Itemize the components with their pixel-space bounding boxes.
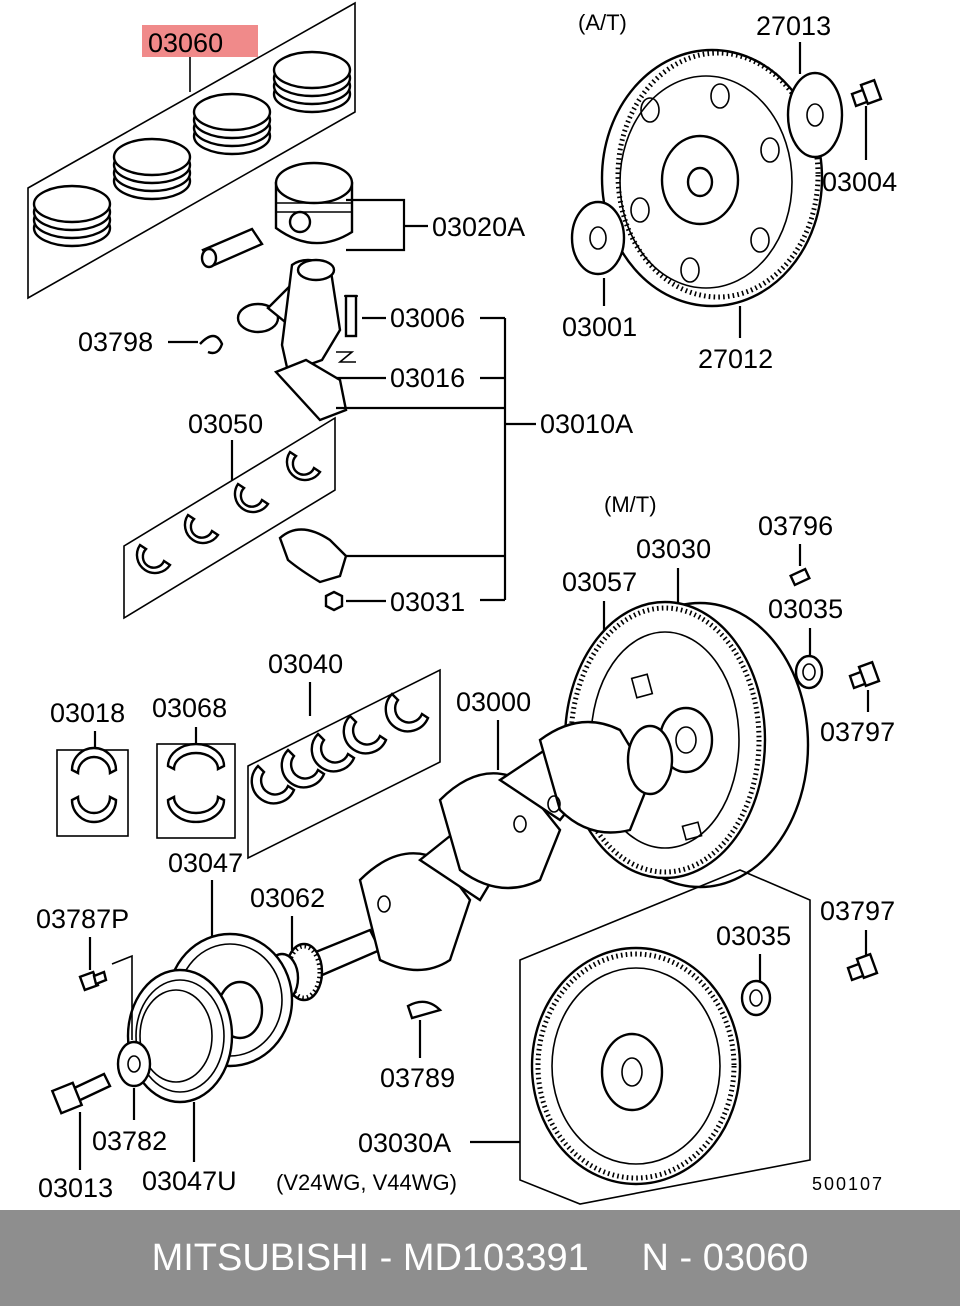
- washer-03782[interactable]: [116, 1040, 152, 1088]
- pulley-03047U[interactable]: [126, 968, 234, 1104]
- label-03047U: 03047U: [142, 1166, 237, 1196]
- footer-text: MITSUBISHI - MD103391 N - 03060: [151, 1236, 809, 1279]
- label-27013: 27013: [756, 11, 831, 41]
- bolt-03797[interactable]: [846, 952, 879, 982]
- piston-ring-set[interactable]: [27, 1, 356, 300]
- label-03062: 03062: [250, 883, 325, 913]
- label-03020A: 03020A: [432, 212, 525, 242]
- label-03006: 03006: [390, 303, 465, 333]
- label-03040: 03040: [268, 649, 343, 679]
- conrod-cap[interactable]: [278, 528, 348, 612]
- piston[interactable]: [200, 161, 354, 269]
- clip-part[interactable]: [199, 334, 224, 355]
- label-03031: 03031: [390, 587, 465, 617]
- label-03057: 03057: [562, 567, 637, 597]
- crankshaft[interactable]: [284, 720, 674, 996]
- label-03004: 03004: [822, 167, 897, 197]
- spacer-03001[interactable]: [570, 200, 626, 276]
- thrust-bearing-03018[interactable]: [56, 746, 129, 837]
- woodruff-key[interactable]: [406, 1000, 443, 1020]
- label-03789: 03789: [380, 1063, 455, 1093]
- label-03001: 03001: [562, 312, 637, 342]
- label-models: (V24WG, V44WG): [276, 1170, 457, 1195]
- bolt-03787P[interactable]: [78, 970, 108, 992]
- label-03047: 03047: [168, 848, 243, 878]
- label-03000: 03000: [456, 687, 531, 717]
- label-03797-mt: 03797: [820, 717, 895, 747]
- footer-bar: MITSUBISHI - MD103391 N - 03060: [0, 1210, 960, 1306]
- label-03030: 03030: [636, 534, 711, 564]
- label-03035-mt: 03035: [768, 594, 843, 624]
- connecting-rod[interactable]: [236, 258, 358, 422]
- label-mt: (M/T): [604, 492, 657, 517]
- bolt-03797-mt[interactable]: [848, 660, 881, 690]
- adapter-plate-27013[interactable]: [786, 71, 844, 159]
- main-bearing-set[interactable]: [247, 668, 441, 860]
- label-03050: 03050: [188, 409, 263, 439]
- conrod-bearing-set[interactable]: [123, 416, 336, 620]
- bolt-03004[interactable]: [850, 78, 883, 108]
- thrust-bearing-03068[interactable]: [156, 742, 236, 839]
- label-03060: 03060: [148, 28, 223, 58]
- pilot-bearing-03035[interactable]: [740, 979, 772, 1017]
- reference-number: 500107: [812, 1174, 884, 1194]
- label-03018: 03018: [50, 698, 125, 728]
- flywheel-03030A[interactable]: [519, 869, 811, 1205]
- label-03797-flywheel: 03797: [820, 896, 895, 926]
- drive-plate[interactable]: [600, 48, 824, 308]
- label-03010A: 03010A: [540, 409, 633, 439]
- label-at: (A/T): [578, 10, 627, 35]
- label-27012: 27012: [698, 344, 773, 374]
- pilot-bearing-03035-mt[interactable]: [794, 654, 824, 690]
- label-03016: 03016: [390, 363, 465, 393]
- label-03030A: 03030A: [358, 1128, 451, 1158]
- parts-diagram: 03060 03020A 03006 03016 03798 03010A: [27, 1, 897, 1205]
- label-03796: 03796: [758, 511, 833, 541]
- label-03035-flywheel: 03035: [716, 921, 791, 951]
- label-03068: 03068: [152, 693, 227, 723]
- label-03787P: 03787P: [36, 904, 129, 934]
- label-03013: 03013: [38, 1173, 113, 1203]
- label-03798: 03798: [78, 327, 153, 357]
- label-03782: 03782: [92, 1126, 167, 1156]
- dowel-pin-03796[interactable]: [789, 567, 811, 587]
- bolt-03013[interactable]: [50, 1072, 112, 1115]
- highlight-box: [142, 25, 258, 57]
